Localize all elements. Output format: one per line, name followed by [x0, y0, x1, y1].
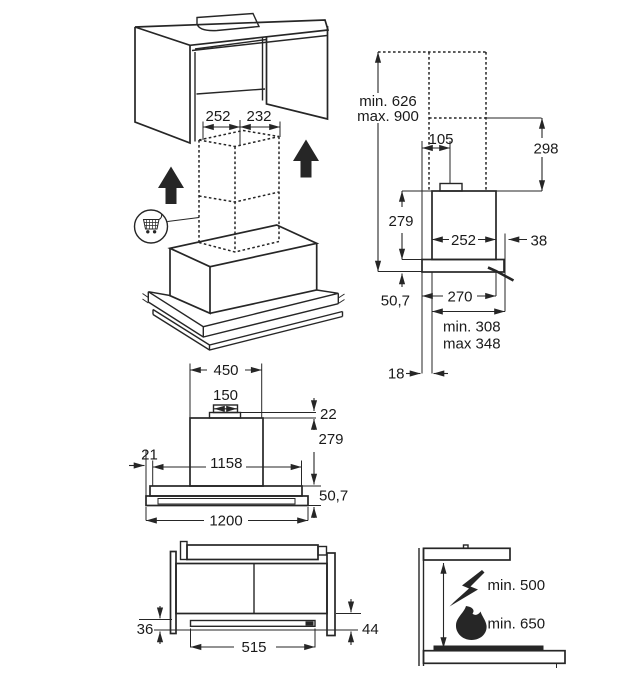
dim-inner-width: 1158 — [210, 455, 242, 472]
dim-body-height-front: 279 — [319, 431, 344, 448]
dim-bottom-panel-front: 50,7 — [319, 488, 348, 505]
hood-body-in-cabinet — [175, 562, 328, 615]
dim-chimney-extension: 298 — [533, 141, 558, 158]
cabinet-top-rail — [186, 544, 319, 561]
dim-body-depth: 252 — [451, 232, 476, 249]
up-arrow-icon — [293, 139, 319, 178]
dim-left-protrusion: 36 — [137, 621, 154, 638]
countertop — [422, 649, 566, 665]
dim-duct-width: 150 — [213, 387, 238, 404]
hood-bottom-clearance — [422, 547, 511, 561]
motor-housing-front — [189, 417, 264, 487]
diagram-side-view: min. 626 max. 900 298 105 279 252 38 50,… — [357, 51, 559, 383]
hood-body-isometric — [142, 224, 345, 351]
dim-collar-height: 22 — [320, 406, 337, 423]
dim-total-depth-max: max 348 — [443, 336, 501, 353]
dim-filter-width: 515 — [241, 639, 266, 656]
dim-cabinet-232: 232 — [246, 108, 271, 125]
hood-body-front — [149, 485, 303, 497]
dim-motor-width: 450 — [213, 362, 238, 379]
dim-duct-offset: 105 — [428, 131, 453, 148]
pull-out-visor — [189, 619, 316, 628]
dim-edge-offset: 21 — [141, 447, 158, 464]
dim-height-max: max. 900 — [357, 108, 419, 125]
dim-right-protrusion: 44 — [362, 621, 379, 638]
wall-line — [418, 548, 425, 666]
dim-body-height-side: 279 — [388, 213, 413, 230]
diagram-cabinet-isometric: 252 232 — [133, 12, 345, 351]
clearance-gas: min. 650 — [488, 616, 546, 633]
bottom-frame-front — [145, 495, 309, 507]
diagram-front-view: 450 150 22 279 50,7 21 1158 1200 — [129, 362, 348, 648]
dim-height-min: min. 626 — [359, 93, 417, 110]
dim-back-clearance: 38 — [531, 233, 548, 250]
diagram-hob-clearance: min. 500 min. 650 — [418, 544, 566, 668]
hood-body-side — [431, 190, 497, 261]
chimney-dashed-box — [198, 129, 280, 253]
up-arrow-icon — [158, 166, 184, 204]
duct-cutout — [196, 12, 261, 32]
cabinet-side-right — [326, 552, 336, 637]
grease-filter-lever — [487, 266, 515, 282]
dim-front-offset: 18 — [388, 366, 405, 383]
dim-total-width: 1200 — [209, 513, 242, 530]
shopping-cart-icon — [133, 209, 200, 244]
dim-cabinet-252: 252 — [205, 108, 230, 125]
lightning-icon — [449, 570, 485, 607]
base-plate-side — [421, 258, 505, 273]
dim-bottom-panel-side: 50,7 — [381, 293, 410, 310]
flame-icon — [455, 606, 487, 640]
diagram-cabinet-front-view: 36 44 515 — [137, 540, 379, 656]
hob-surface — [433, 645, 544, 651]
duct-collar-side — [439, 182, 463, 192]
clearance-electric: min. 500 — [488, 577, 546, 594]
dim-total-depth-min: min. 308 — [443, 319, 501, 336]
dim-depth-270: 270 — [447, 289, 472, 306]
